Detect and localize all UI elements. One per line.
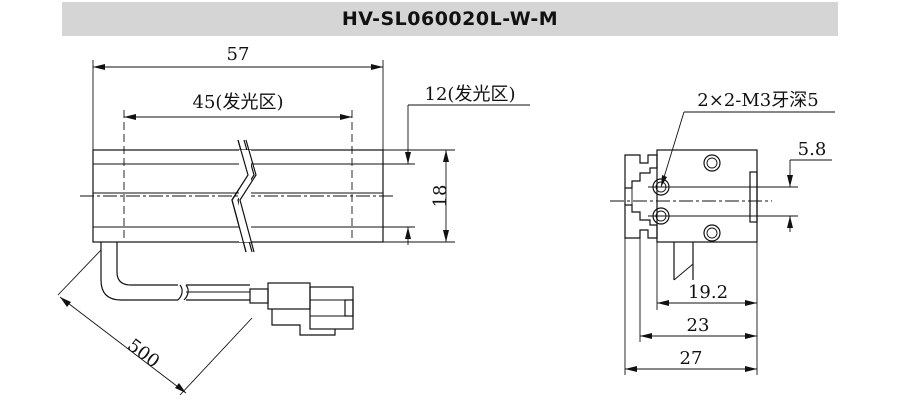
connector [249,282,354,336]
dim-19-2: 19.2 [688,282,728,303]
dim-57: 57 [227,44,250,65]
side-view: 2×2-M3牙深5 5.8 19.2 23 27 [610,90,835,375]
title-bar: HV-SL060020L-W-M [62,2,838,36]
dim-18: 18 [430,185,451,208]
profile-lower [624,204,658,239]
side-window [749,171,758,223]
screw-bottom [703,224,721,242]
dim-23: 23 [687,315,710,336]
dim-line-500 [59,296,187,394]
thread-callout: 2×2-M3牙深5 [697,90,818,111]
dim-500-cable: 500 [123,335,163,372]
dim-45-light-area: 45(发光区) [193,92,284,113]
profile-upper [624,154,658,189]
dim-5-8: 5.8 [798,139,827,160]
front-view: 57 45(发光区) 12(发光区) 18 [57,44,530,396]
dim-12-light-area: 12(发光区) [425,84,516,105]
model-title: HV-SL060020L-W-M [341,8,559,30]
cable [100,242,178,301]
dim-27: 27 [680,348,703,369]
screw-top [703,154,721,172]
